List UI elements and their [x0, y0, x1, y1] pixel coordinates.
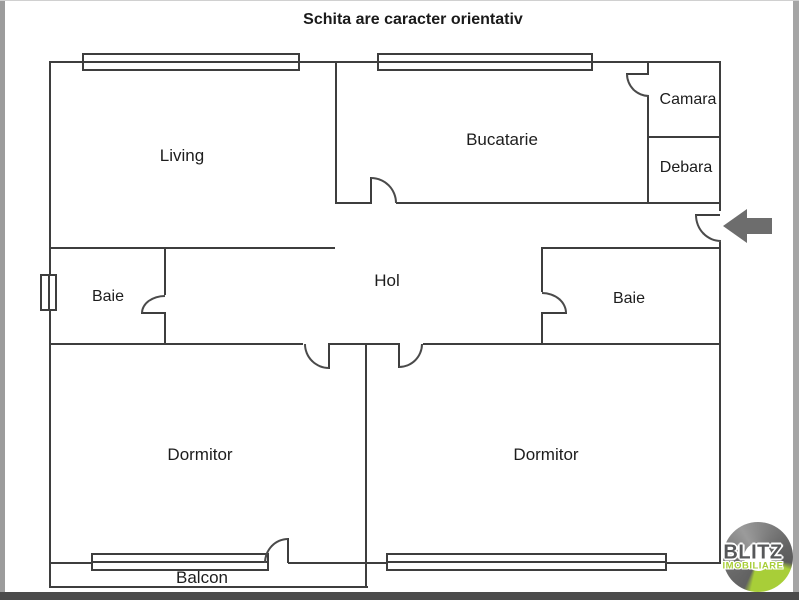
- left-edge-strip: [0, 0, 5, 600]
- wall: [647, 136, 721, 138]
- wall: [49, 586, 368, 588]
- top-edge-strip: [0, 0, 799, 1]
- bucatarie-label: Bucatarie: [466, 130, 538, 149]
- wall: [164, 247, 166, 295]
- balcon-label: Balcon: [176, 568, 228, 587]
- door-arc: [304, 344, 329, 369]
- door-arc: [399, 344, 423, 368]
- baie-left-label: Baie: [91, 288, 125, 305]
- wall: [541, 247, 543, 292]
- door-arc: [264, 538, 288, 563]
- logo-ring-icon: [723, 522, 793, 592]
- bucatarie-window: [377, 53, 593, 71]
- entrance-arrow-icon: [723, 209, 772, 244]
- door-arc: [141, 295, 165, 313]
- debara-label: Debara: [659, 159, 713, 176]
- wall: [647, 95, 649, 204]
- wall: [329, 343, 399, 345]
- baie-right-label: Baie: [612, 290, 646, 307]
- camara-label: Camara: [659, 91, 717, 108]
- wall: [396, 202, 721, 204]
- wall: [719, 242, 721, 564]
- door-arc: [695, 215, 721, 242]
- wall: [365, 343, 367, 588]
- arrow-head: [723, 209, 747, 243]
- living-window: [82, 53, 300, 71]
- logo-sub-text: IMOBILIARE: [722, 560, 784, 572]
- dormitor-right-window: [386, 553, 667, 571]
- hol-label: Hol: [374, 271, 400, 290]
- wall: [423, 343, 721, 345]
- wall: [49, 61, 51, 588]
- right-edge-strip: [793, 0, 799, 600]
- wall: [288, 562, 366, 564]
- wall: [335, 61, 337, 204]
- door-leaf: [141, 312, 165, 314]
- door-arc: [371, 177, 397, 203]
- bottom-edge-strip: [0, 592, 799, 600]
- living-label: Living: [159, 146, 205, 165]
- wall: [49, 343, 303, 345]
- arrow-tail: [746, 218, 772, 234]
- wall: [541, 312, 543, 345]
- wall: [49, 247, 335, 249]
- wall: [647, 61, 649, 74]
- wall: [541, 247, 721, 249]
- door-leaf: [328, 343, 330, 369]
- baie-window: [40, 274, 57, 311]
- door-arc: [542, 292, 567, 313]
- logo-brand-text: BLITZ: [723, 541, 783, 564]
- dormitor-left-label: Dormitor: [167, 445, 233, 464]
- door-arc: [626, 74, 649, 97]
- dormitor-right-label: Dormitor: [513, 445, 579, 464]
- wall: [335, 202, 372, 204]
- door-leaf: [287, 538, 289, 563]
- wall: [164, 312, 166, 345]
- door-leaf: [542, 312, 567, 314]
- plan-disclaimer-title: Schita are caracter orientativ: [303, 11, 523, 28]
